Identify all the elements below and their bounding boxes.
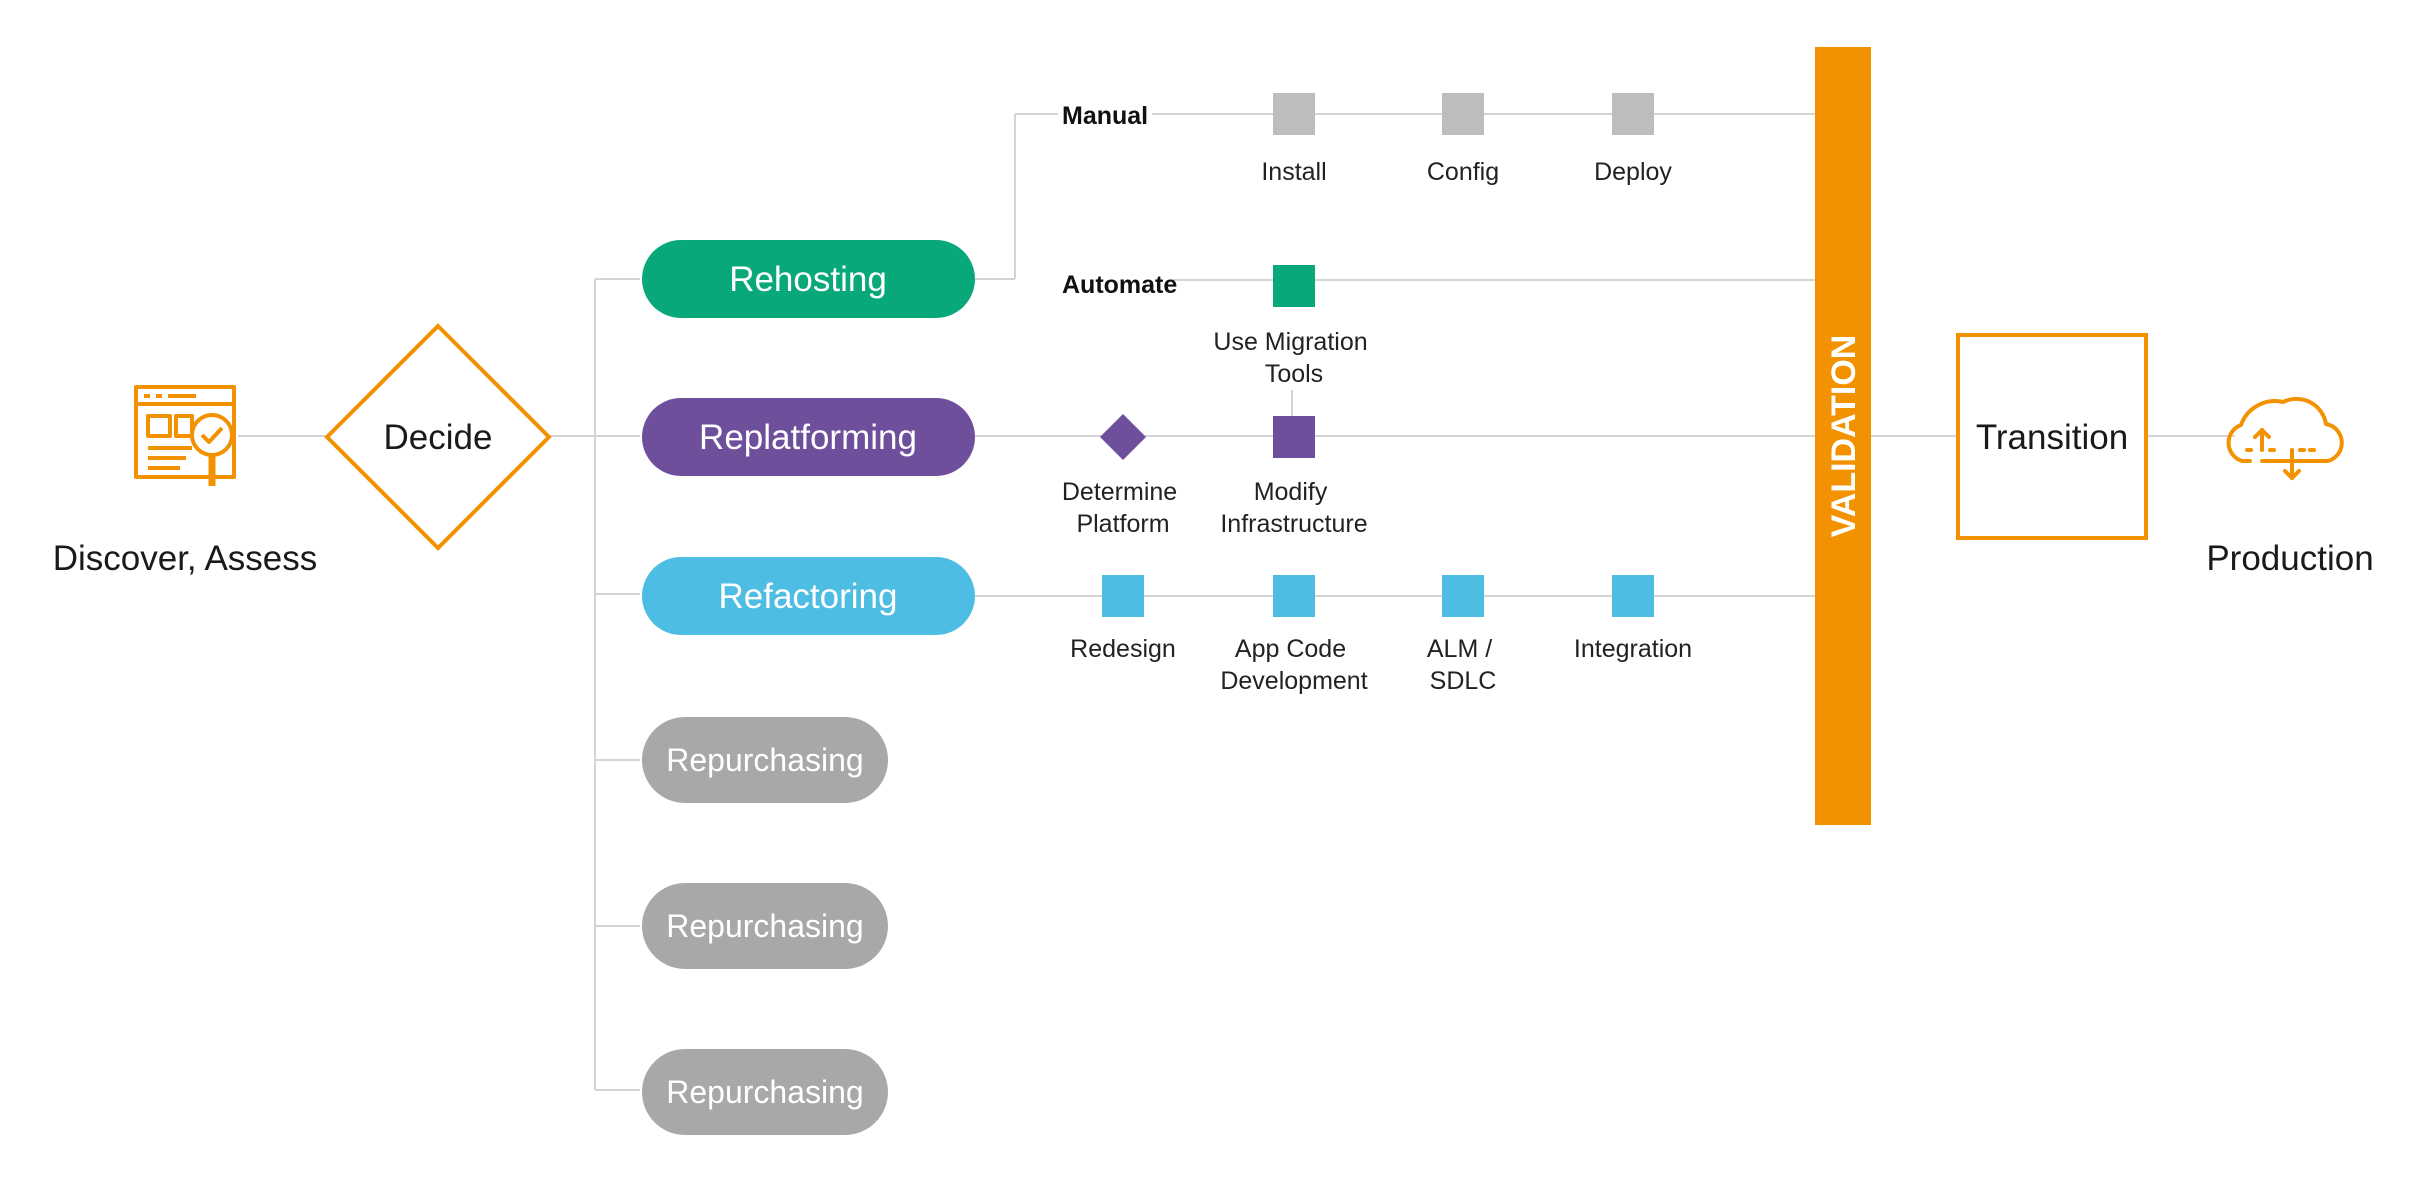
- strategy-pill-shape: [642, 557, 975, 635]
- step-determine-platform-line-1: Determine: [1062, 478, 1177, 506]
- step-modify-infrastructure-line-1: Modify: [1254, 478, 1328, 506]
- connector-lines: [238, 113, 2235, 1091]
- strategy-pill-label: Repurchasing: [666, 742, 863, 778]
- step-install-label: Install: [1261, 158, 1326, 186]
- automate-label: Automate: [1062, 271, 1177, 299]
- strategy-repurchasing-pill-3[interactable]: Repurchasing: [642, 1049, 888, 1135]
- discover-assess-label: Discover, Assess: [53, 539, 318, 578]
- decide-label: Decide: [384, 418, 493, 457]
- strategy-pill-label: Replatforming: [699, 418, 917, 457]
- step-redesign-label: Redesign: [1070, 635, 1176, 663]
- strategy-pill-label: Repurchasing: [666, 1074, 863, 1110]
- strategy-repurchasing-pill-2[interactable]: Repurchasing: [642, 883, 888, 969]
- step-app-code-marker: [1273, 575, 1315, 617]
- step-redesign-marker: [1102, 575, 1144, 617]
- step-app-code-line-2: Development: [1220, 667, 1367, 695]
- strategy-pill-shape: [642, 883, 888, 969]
- step-config-label: Config: [1427, 158, 1499, 186]
- step-config-marker: [1442, 93, 1484, 135]
- validation-bar: [1815, 47, 1871, 825]
- strategy-pill-shape: [642, 1049, 888, 1135]
- step-integration-marker: [1612, 575, 1654, 617]
- transition-label: Transition: [1976, 418, 2128, 457]
- step-determine-platform-line-2: Platform: [1076, 510, 1169, 538]
- step-app-code-line-1: App Code: [1235, 635, 1346, 663]
- strategy-repurchasing-pill-1[interactable]: Repurchasing: [642, 717, 888, 803]
- production-label: Production: [2206, 539, 2373, 578]
- step-alm-sdlc-line-1: ALM /: [1427, 635, 1492, 663]
- step-integration-label: Integration: [1574, 635, 1692, 663]
- step-alm-sdlc-label: ALM / SDLC: [1427, 635, 1499, 695]
- cloud-sync-icon: [2226, 396, 2344, 480]
- decide-diamond[interactable]: [324, 323, 552, 551]
- strategy-pill-label: Refactoring: [719, 577, 898, 616]
- strategy-replatforming-pill[interactable]: Replatforming: [642, 398, 975, 476]
- step-modify-infrastructure-label: Modify Infrastructure: [1220, 478, 1367, 538]
- step-migration-tools-line-1: Use Migration: [1213, 328, 1367, 356]
- strategy-rehosting-pill[interactable]: Rehosting: [642, 240, 975, 318]
- step-install-marker: [1273, 93, 1315, 135]
- manual-label: Manual: [1062, 102, 1148, 130]
- transition-box[interactable]: [1956, 333, 2148, 540]
- strategy-pill-shape: [642, 398, 975, 476]
- step-determine-platform-label: Determine Platform: [1062, 478, 1184, 538]
- strategy-refactoring-pill[interactable]: Refactoring: [642, 557, 975, 635]
- validation-label: VALIDATION: [1825, 335, 1863, 538]
- step-modify-infrastructure-line-2: Infrastructure: [1220, 510, 1367, 538]
- step-app-code-label: App Code Development: [1220, 635, 1367, 695]
- step-deploy-label: Deploy: [1594, 158, 1672, 186]
- step-migration-tools-marker: [1273, 265, 1315, 307]
- step-alm-sdlc-marker: [1442, 575, 1484, 617]
- strategy-pill-shape: [642, 717, 888, 803]
- step-deploy-marker: [1612, 93, 1654, 135]
- step-alm-sdlc-line-2: SDLC: [1430, 667, 1497, 695]
- step-modify-infrastructure-marker: [1273, 416, 1315, 458]
- step-migration-tools-label: Use Migration Tools: [1213, 328, 1374, 388]
- step-migration-tools-line-2: Tools: [1265, 360, 1323, 388]
- strategy-pill-shape: [642, 240, 975, 318]
- step-determine-platform-marker: [1100, 414, 1146, 460]
- strategy-pill-label: Repurchasing: [666, 908, 863, 944]
- strategy-pill-label: Rehosting: [729, 260, 887, 299]
- document-magnifier-check-icon: [134, 385, 236, 486]
